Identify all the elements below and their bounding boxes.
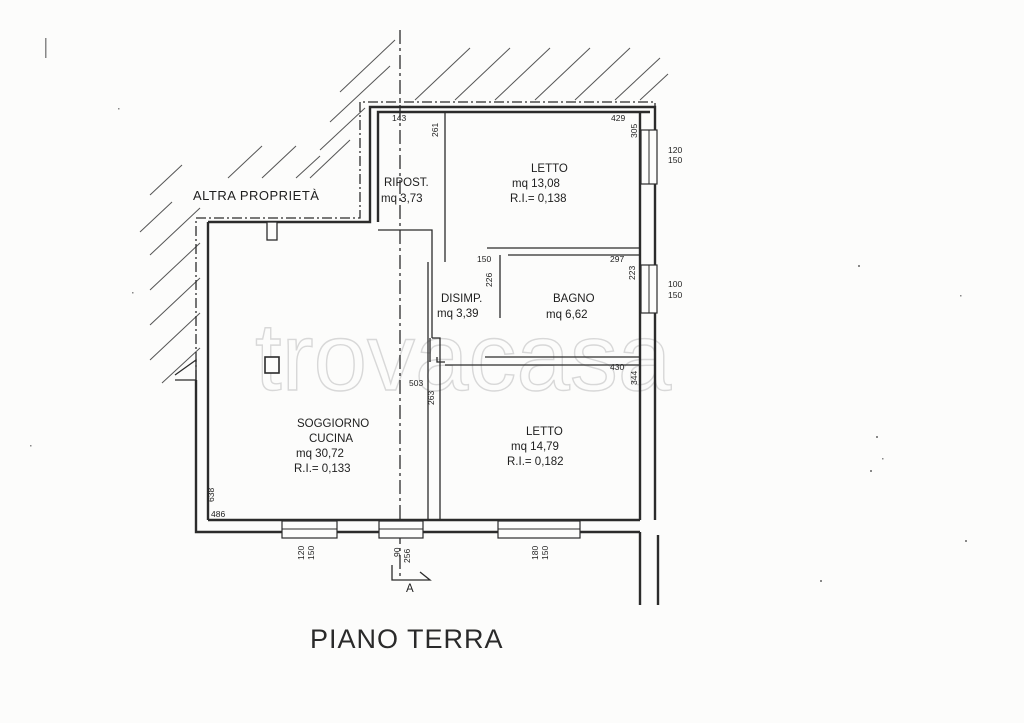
dim-letto2-w: 430 [610,362,624,372]
dimension-labels: 143 261 429 305 120 150 150 226 297 223 … [206,113,682,563]
plan-title: PIANO TERRA [310,624,504,654]
room-area: mq 6,62 [546,309,588,321]
dim-door-w: 90 [392,547,402,557]
room-name-line2: CUCINA [309,433,353,445]
room-name: DISIMP. [441,293,482,305]
entrance-door [378,520,424,539]
neighbour-property-hatching [139,39,669,384]
dim-bagno-w: 297 [610,254,624,264]
interior-walls [378,112,640,520]
dim-win-sog-w: 120 [296,546,306,560]
room-name: BAGNO [553,293,595,305]
dim-bagno-h: 223 [627,266,637,280]
room-area: mq 3,73 [381,193,423,205]
dim-ripost-w: 143 [392,113,406,123]
neighbour-label: ALTRA PROPRIETÀ [193,188,319,203]
room-soggiorno-cucina: SOGGIORNO CUCINA mq 30,72 R.I.= 0,133 [294,418,369,475]
room-name: RIPOST. [384,177,429,189]
room-bagno: BAGNO mq 6,62 [546,293,595,321]
room-ri: R.I.= 0,182 [507,456,564,468]
room-ripost: RIPOST. mq 3,73 [381,177,429,205]
dim-win-letto2-w: 180 [530,546,540,560]
dim-win-letto2-h: 150 [540,546,550,560]
room-name: LETTO [531,163,568,175]
room-name: LETTO [526,426,563,438]
dim-sog-w: 503 [409,378,423,388]
room-area: mq 13,08 [512,178,560,190]
dim-win-bagno-w: 100 [668,279,682,289]
dim-ripost-h: 261 [430,123,440,137]
dim-letto1-w: 429 [611,113,625,123]
section-marker: A [391,565,432,595]
room-letto-2: LETTO mq 14,79 R.I.= 0,182 [507,426,564,468]
window-bagno [640,264,658,314]
dim-door-h: 256 [402,549,412,563]
window-letto2 [497,520,581,539]
scan-noise [30,38,967,582]
section-marker-label: A [406,583,414,595]
dim-disimp-h: 226 [484,273,494,287]
room-ri: R.I.= 0,138 [510,193,567,205]
dim-win-sog-h: 150 [306,546,316,560]
dim-letto2-h: 344 [629,371,639,385]
dim-kitchen-w: 486 [211,509,225,519]
room-disimp: DISIMP. mq 3,39 [437,293,482,320]
dim-letto1-h: 305 [629,124,639,138]
dim-sog-h: 263 [426,391,436,405]
room-area: mq 30,72 [296,448,344,460]
room-letto-1: LETTO mq 13,08 R.I.= 0,138 [510,163,568,205]
room-name-line1: SOGGIORNO [297,418,369,430]
dim-win-bagno-h: 150 [668,290,682,300]
room-ri: R.I.= 0,133 [294,463,351,475]
dim-win-letto1-h: 150 [668,155,682,165]
room-area: mq 3,39 [437,308,479,320]
window-soggiorno [281,520,338,539]
dim-disimp-w: 150 [477,254,491,264]
dim-kitchen-h: 638 [206,488,216,502]
room-area: mq 14,79 [511,441,559,453]
window-letto1 [640,129,658,185]
outer-walls [174,105,660,605]
dim-win-letto1-w: 120 [668,145,682,155]
